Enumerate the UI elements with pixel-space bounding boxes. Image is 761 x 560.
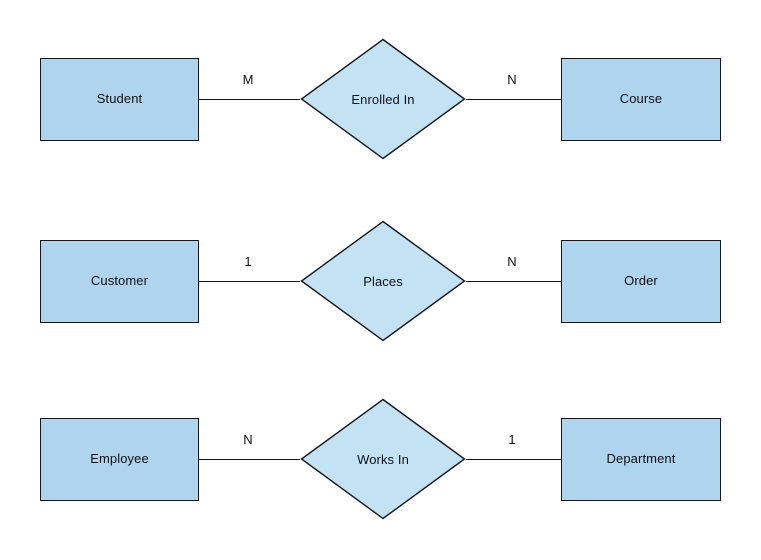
entity-box-left[interactable]: Customer <box>40 240 199 323</box>
cardinality-label-left: 1 <box>244 254 252 269</box>
relationship-diamond[interactable]: Enrolled In <box>300 38 466 160</box>
entity-label: Order <box>624 273 658 289</box>
relationship-diamond[interactable]: Places <box>300 220 466 342</box>
connector-line-right <box>466 281 561 282</box>
cardinality-label-right: N <box>507 254 517 269</box>
connector-line-right <box>466 99 561 100</box>
entity-label: Employee <box>90 451 149 467</box>
entity-label: Customer <box>90 273 149 289</box>
entity-label: Course <box>619 91 663 107</box>
cardinality-label-left: N <box>243 432 253 447</box>
er-relationship-row: Student M Enrolled In N Course <box>0 38 761 198</box>
connector-line-left <box>199 281 300 282</box>
connector-line-left <box>199 459 300 460</box>
entity-box-left[interactable]: Employee <box>40 418 199 501</box>
connector-line-right <box>466 459 561 460</box>
er-relationship-row: Customer 1 Places N Order <box>0 220 761 380</box>
cardinality-label-left: M <box>242 72 254 87</box>
cardinality-label-right: N <box>507 72 517 87</box>
connector-line-left <box>199 99 300 100</box>
entity-box-left[interactable]: Student <box>40 58 199 141</box>
entity-label: Department <box>606 451 676 467</box>
cardinality-label-right: 1 <box>508 432 516 447</box>
entity-box-right[interactable]: Course <box>561 58 721 141</box>
entity-box-right[interactable]: Department <box>561 418 721 501</box>
er-relationship-row: Employee N Works In 1 Department <box>0 398 761 558</box>
entity-label: Student <box>96 91 143 107</box>
relationship-diamond[interactable]: Works In <box>300 398 466 520</box>
entity-box-right[interactable]: Order <box>561 240 721 323</box>
